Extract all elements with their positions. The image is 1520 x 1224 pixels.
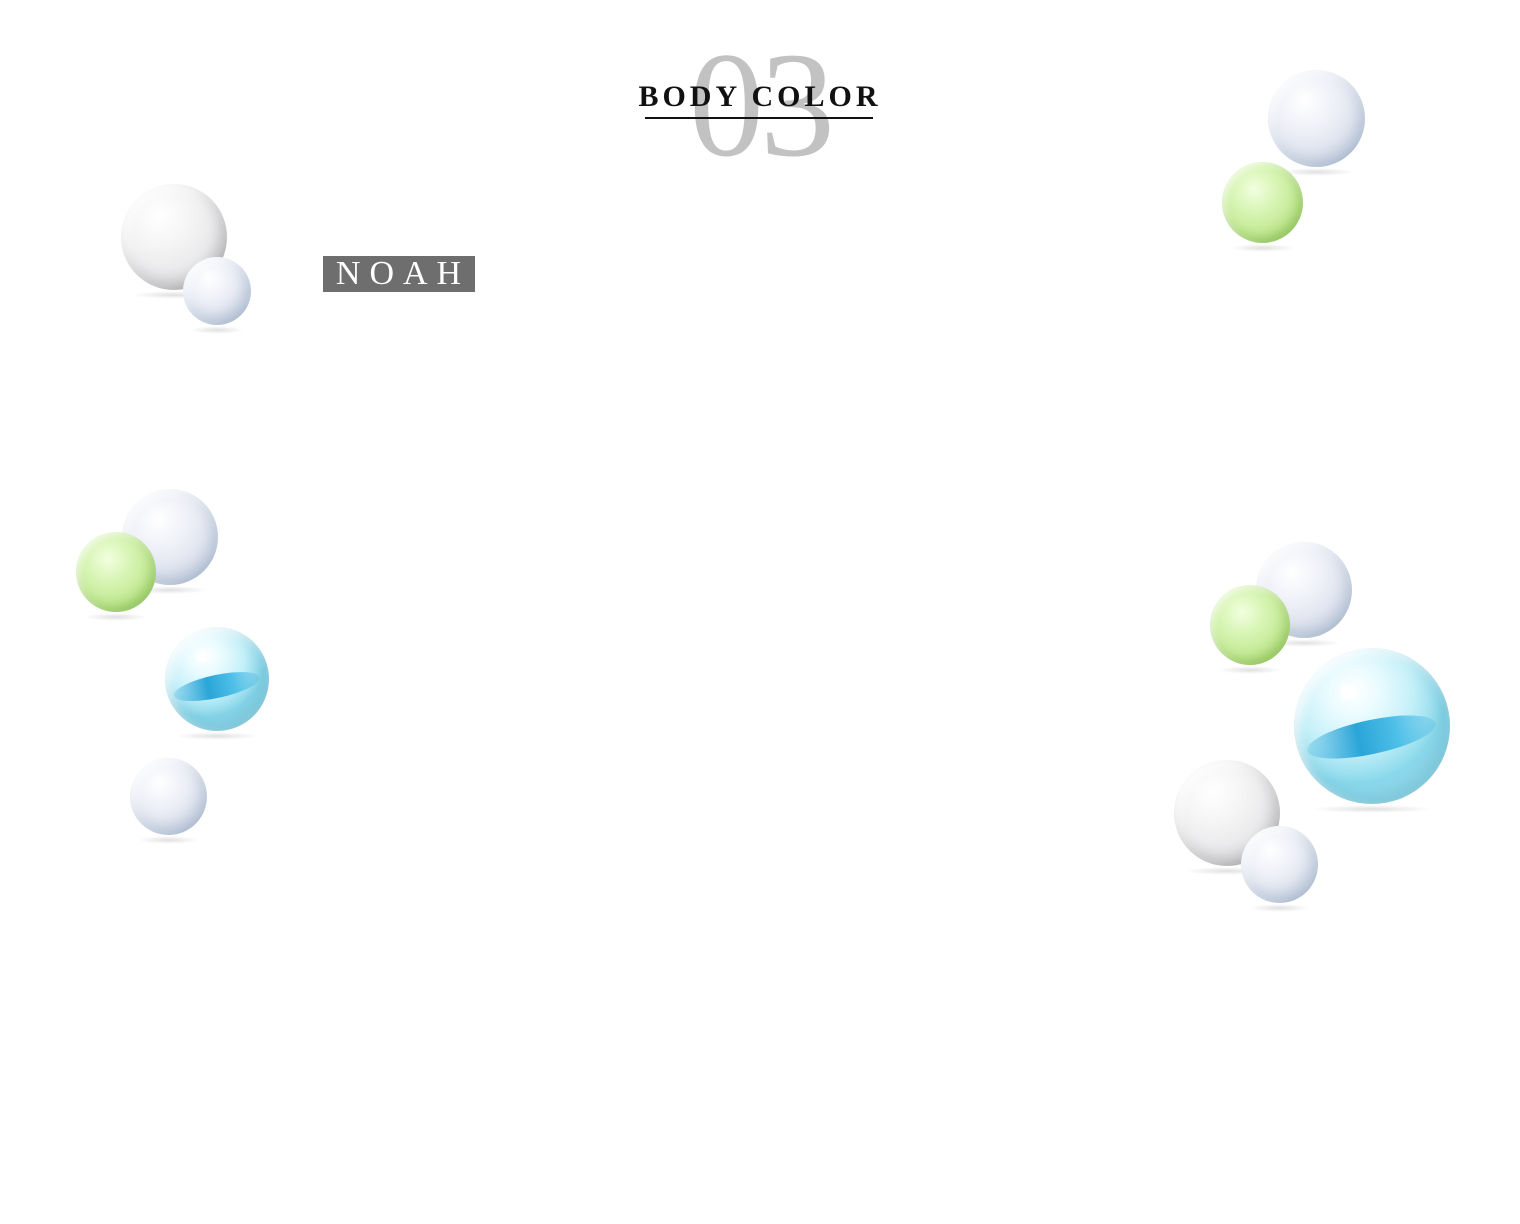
model-tab-noah[interactable]: NOAH bbox=[323, 256, 475, 292]
bluish-marble-icon bbox=[1241, 826, 1318, 912]
cat-eye-marble-icon bbox=[1294, 648, 1450, 813]
cat-eye-marble-icon bbox=[165, 627, 269, 740]
section-title: BODY COLOR bbox=[638, 80, 882, 113]
green-marble-icon bbox=[1222, 162, 1303, 252]
section-heading: 03 BODY COLOR bbox=[600, 30, 920, 180]
marble-glint bbox=[1340, 685, 1355, 700]
bluish-marble-icon bbox=[1256, 542, 1352, 647]
title-underline bbox=[645, 117, 873, 119]
bluish-marble-icon bbox=[130, 758, 207, 844]
bluish-marble-icon bbox=[183, 257, 251, 334]
marble-glint bbox=[196, 651, 206, 662]
marble-swirl bbox=[171, 665, 263, 707]
bluish-marble-icon bbox=[1268, 70, 1365, 176]
marble-swirl bbox=[1304, 706, 1440, 768]
green-marble-icon bbox=[76, 532, 156, 621]
section-number: 03 bbox=[689, 22, 835, 188]
green-marble-icon bbox=[1210, 585, 1290, 674]
